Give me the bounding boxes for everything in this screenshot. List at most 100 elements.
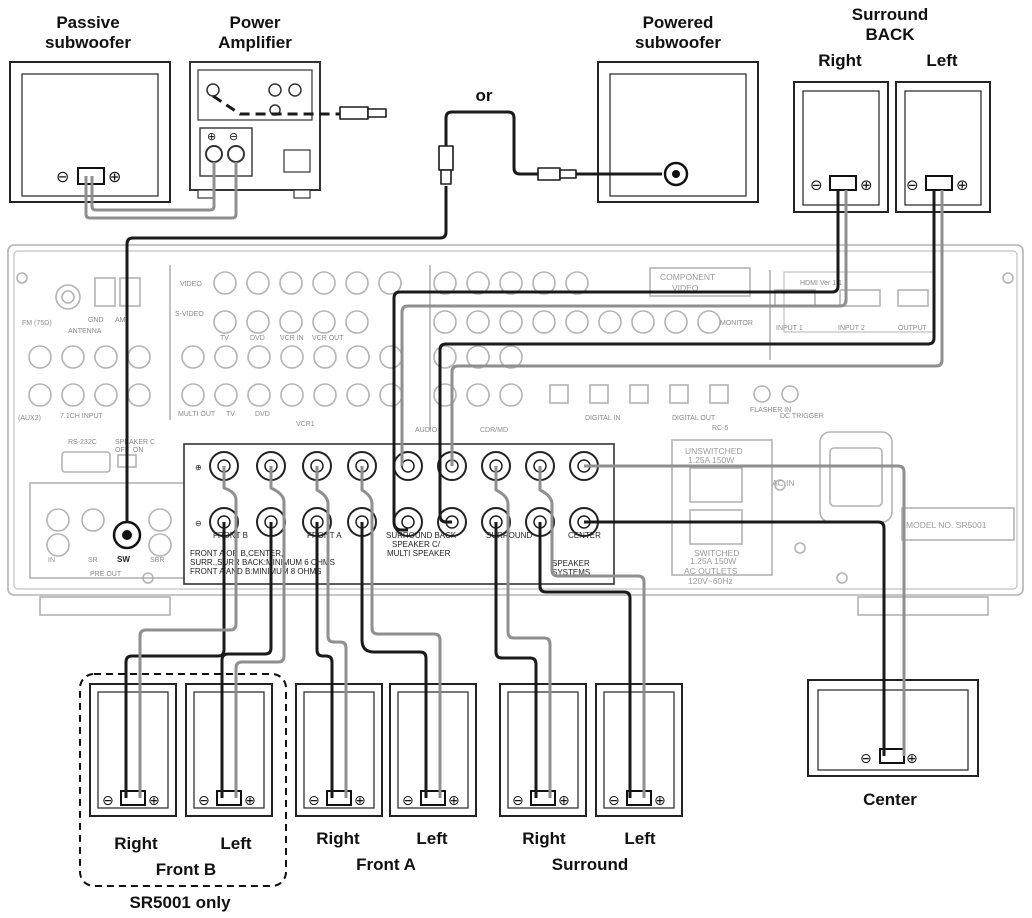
svg-text:SURR.,SURR BACK:MINIMUM 6 OHMS: SURR.,SURR BACK:MINIMUM 6 OHMS: [190, 558, 335, 567]
svg-text:SURROUND BACK: SURROUND BACK: [386, 531, 457, 540]
panel-labels: FM (75Ω) GND AM ANTENNA VIDEO S-VIDEO CO…: [18, 272, 987, 586]
surround-left-label: Left: [624, 829, 656, 848]
svg-text:⊕: ⊕: [354, 793, 366, 809]
front-b-left-label: Left: [220, 834, 252, 853]
svg-text:HDMI Ver 1.1: HDMI Ver 1.1: [800, 280, 842, 287]
svg-text:1.25A 150W: 1.25A 150W: [690, 556, 736, 566]
surround-back-right-label: Right: [818, 51, 862, 70]
svg-text:ANTENNA: ANTENNA: [68, 328, 102, 335]
svg-text:1.25A 150W: 1.25A 150W: [688, 455, 734, 465]
powered-subwoofer-label-1: Powered: [643, 13, 714, 32]
svg-text:⊕: ⊕: [558, 793, 570, 809]
svg-text:MODEL NO. SR5001: MODEL NO. SR5001: [906, 520, 987, 530]
svg-text:⊖: ⊖: [195, 519, 202, 528]
speaker-front-b-right: ⊖ ⊕: [89, 683, 177, 817]
front-b-group: [79, 673, 287, 887]
speaker-terminal-block: ⊕ ⊖ FRONT B FRONT A SURROUND BACK SPEAKE…: [183, 443, 615, 585]
svg-text:TV: TV: [220, 335, 229, 342]
surround-back-left-label: Left: [926, 51, 958, 70]
surround-back-right-speaker: ⊖ ⊕: [793, 81, 889, 213]
svg-text:⊕: ⊕: [195, 463, 202, 472]
svg-text:FM (75Ω): FM (75Ω): [22, 320, 52, 327]
svg-text:⊖: ⊖: [860, 751, 872, 767]
svg-text:INPUT 1: INPUT 1: [776, 325, 803, 332]
svg-text:⊖: ⊖: [102, 793, 114, 809]
svg-text:OUTPUT: OUTPUT: [898, 325, 928, 332]
svg-text:IN: IN: [48, 557, 55, 564]
svg-text:UNSWITCHED: UNSWITCHED: [685, 446, 743, 456]
svg-text:SPEAKER C/: SPEAKER C/: [392, 540, 441, 549]
svg-text:⊕: ⊕: [654, 793, 666, 809]
svg-text:DC TRIGGER: DC TRIGGER: [780, 413, 824, 420]
svg-text:SPEAKER: SPEAKER: [552, 559, 590, 568]
center-label: Center: [863, 790, 917, 809]
surround-back-label-1: Surround: [852, 5, 929, 24]
power-amplifier-label-1: Power: [229, 13, 280, 32]
svg-text:⊕: ⊕: [108, 167, 121, 186]
svg-text:7.1CH INPUT: 7.1CH INPUT: [60, 413, 104, 420]
svg-text:⊕: ⊕: [860, 176, 873, 194]
or-label: or: [476, 86, 493, 105]
svg-text:⊕: ⊕: [207, 130, 216, 143]
svg-text:120V~60Hz: 120V~60Hz: [688, 576, 733, 586]
speaker-wires: [84, 94, 944, 798]
svg-text:⊕: ⊕: [448, 793, 460, 809]
surround-back-left-speaker: ⊖ ⊕: [895, 81, 991, 213]
svg-text:SYSTEMS: SYSTEMS: [552, 568, 590, 577]
svg-text:VCR OUT: VCR OUT: [312, 335, 344, 342]
passive-subwoofer-label-1: Passive: [56, 13, 119, 32]
svg-text:COMPONENT: COMPONENT: [660, 272, 715, 282]
video-jacks-row: [213, 271, 721, 334]
sw-preout-jack: [112, 520, 142, 550]
speaker-front-a-left: ⊖ ⊕: [389, 683, 477, 817]
svg-text:⊕: ⊕: [244, 793, 256, 809]
surround-right-label: Right: [522, 829, 566, 848]
svg-text:MULTI OUT: MULTI OUT: [178, 411, 216, 418]
svg-text:DVD: DVD: [250, 335, 265, 342]
svg-text:MULTI SPEAKER: MULTI SPEAKER: [387, 549, 451, 558]
speaker-front-b-left: ⊖ ⊕: [185, 683, 273, 817]
svg-text:GND: GND: [88, 317, 104, 324]
svg-text:SBR: SBR: [150, 557, 164, 564]
svg-text:DIGITAL IN: DIGITAL IN: [585, 415, 620, 422]
svg-text:FLASHER IN: FLASHER IN: [750, 407, 791, 414]
svg-text:⊖: ⊖: [198, 793, 210, 809]
sr5001-only-label: SR5001 only: [129, 893, 231, 912]
svg-text:⊖: ⊖: [512, 793, 524, 809]
svg-text:⊖: ⊖: [906, 176, 919, 194]
svg-text:S-VIDEO: S-VIDEO: [175, 311, 204, 318]
surround-label: Surround: [552, 855, 629, 874]
svg-text:VCR1: VCR1: [296, 421, 315, 428]
svg-text:⊕: ⊕: [148, 793, 160, 809]
front-b-label: Front B: [156, 860, 216, 879]
svg-text:(AUX2): (AUX2): [18, 415, 41, 422]
audio-jacks-row: [28, 345, 523, 407]
svg-text:FRONT A AND B:MINIMUM 8 OHMS: FRONT A AND B:MINIMUM 8 OHMS: [190, 567, 321, 576]
speaker-front-a-right: ⊖ ⊕: [295, 683, 383, 817]
speaker-surround-right: ⊖ ⊕: [499, 683, 587, 817]
powered-subwoofer: [597, 61, 759, 203]
svg-text:AC IN: AC IN: [772, 478, 795, 488]
speaker-surround-left: ⊖ ⊕: [595, 683, 683, 817]
svg-text:CENTER: CENTER: [568, 531, 601, 540]
svg-text:SR: SR: [88, 557, 98, 564]
front-a-left-label: Left: [416, 829, 448, 848]
passive-subwoofer-label-2: subwoofer: [45, 33, 131, 52]
svg-text:VIDEO: VIDEO: [672, 283, 699, 293]
svg-text:SWITCHED: SWITCHED: [694, 548, 739, 558]
svg-text:FRONT B: FRONT B: [213, 531, 248, 540]
svg-text:SPEAKER C: SPEAKER C: [115, 439, 155, 446]
svg-text:OFF ON: OFF ON: [115, 447, 143, 454]
svg-text:⊕: ⊕: [906, 751, 918, 767]
svg-text:DIGITAL OUT: DIGITAL OUT: [672, 415, 716, 422]
svg-text:SW: SW: [117, 555, 130, 564]
svg-text:⊖: ⊖: [308, 793, 320, 809]
svg-text:⊖: ⊖: [608, 793, 620, 809]
power-amplifier-label-2: Amplifier: [218, 33, 292, 52]
svg-text:PRE OUT: PRE OUT: [90, 571, 122, 578]
svg-text:RC-5: RC-5: [712, 425, 728, 432]
svg-text:VCR IN: VCR IN: [280, 335, 304, 342]
svg-text:AM: AM: [115, 317, 126, 324]
svg-text:AUDIO: AUDIO: [415, 427, 438, 434]
